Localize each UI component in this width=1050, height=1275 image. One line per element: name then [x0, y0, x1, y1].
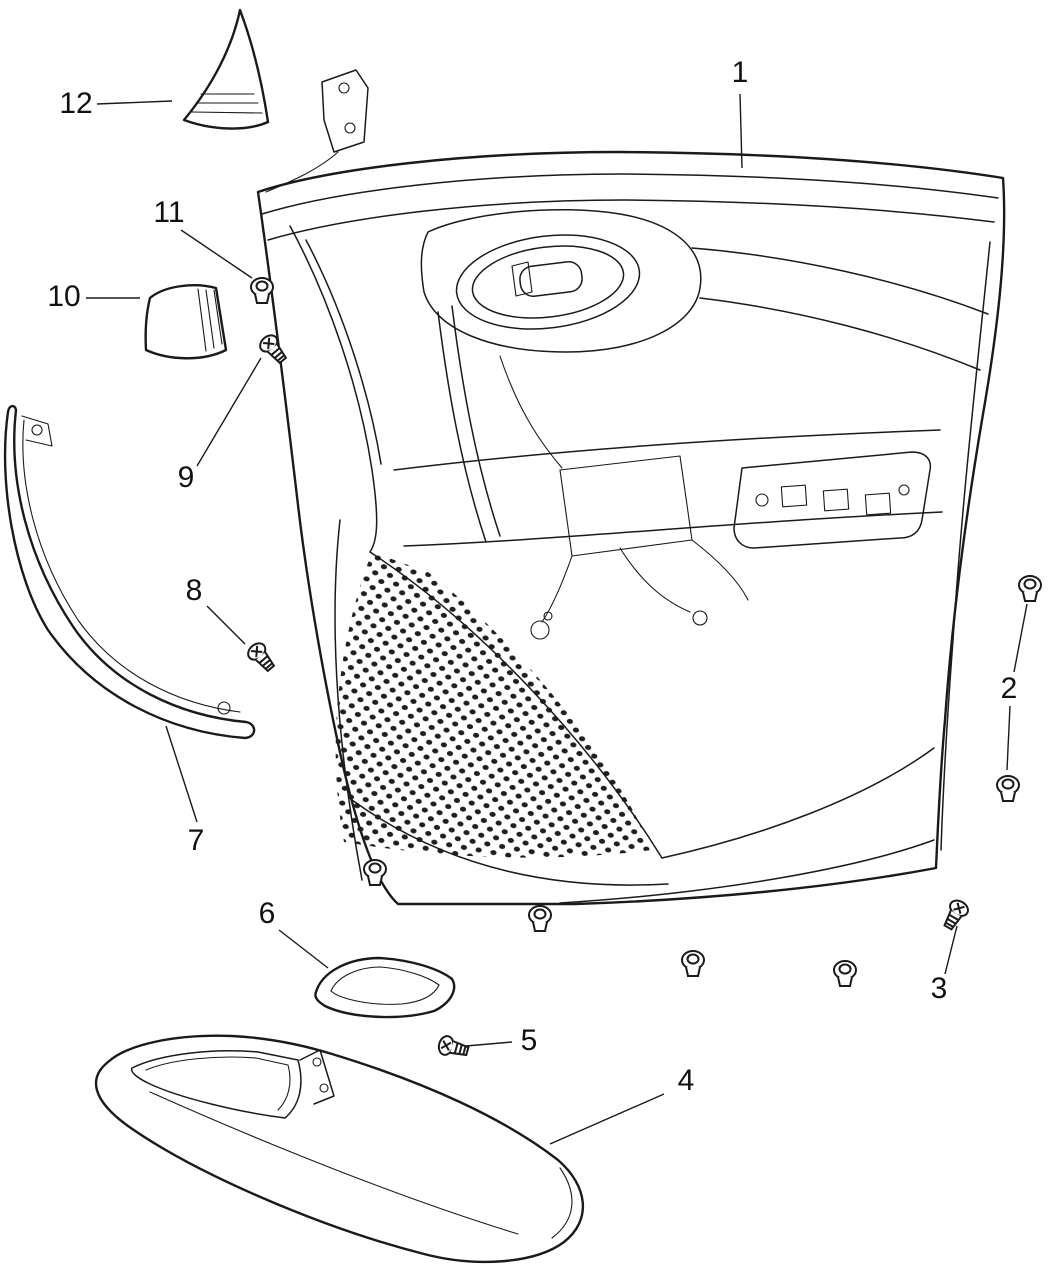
push-pin-clip-11: [250, 277, 274, 304]
leader-1: [739, 93, 743, 169]
callout-label-8: 8: [186, 574, 203, 607]
leader-2b: [1006, 705, 1011, 771]
callout-label-12: 12: [59, 87, 92, 120]
push-pin-clip-2a: [1018, 575, 1042, 602]
leader-6: [278, 929, 329, 969]
callout-label-7: 7: [188, 824, 205, 857]
part-armrest: [94, 1034, 585, 1264]
door-handle-bezel: [420, 208, 702, 353]
callout-labels: 1 2 3 4 5 6 7 8 9 10 11 12: [47, 56, 1017, 1097]
push-pin-clip-2b: [996, 775, 1020, 802]
leader-2a: [1013, 603, 1028, 673]
push-pin-clip-bottom-2: [528, 905, 552, 932]
part-mirror-sail-cover: [182, 8, 270, 130]
callout-label-2: 2: [1001, 672, 1018, 705]
part-small-cover: [144, 284, 228, 360]
leader-5: [465, 1041, 513, 1047]
leader-12: [96, 100, 173, 105]
part-upper-bracket: [265, 69, 369, 193]
leader-9: [196, 357, 262, 467]
callout-label-10: 10: [47, 280, 80, 313]
screw-8: [243, 638, 280, 676]
push-pin-clip-bottom-3: [681, 950, 705, 977]
leader-8: [206, 605, 246, 645]
push-pin-clip-bottom-4: [833, 960, 857, 987]
callout-label-6: 6: [259, 897, 276, 930]
door-panel-outline: [256, 150, 1006, 906]
part-handle-pocket-bezel: [314, 956, 456, 1019]
screw-9: [255, 330, 292, 368]
leader-3: [944, 925, 958, 975]
screw-5: [435, 1033, 471, 1062]
callout-label-9: 9: [178, 461, 195, 494]
part-pull-handle-trim: [3, 404, 256, 740]
callout-label-5: 5: [521, 1024, 538, 1057]
leader-lines: [86, 93, 1028, 1145]
callout-label-11: 11: [153, 196, 184, 229]
callout-label-4: 4: [678, 1064, 695, 1097]
screw-3: [938, 896, 972, 934]
window-switch-plate: [733, 451, 932, 549]
part-door-trim-panel: [256, 150, 1006, 906]
leader-4: [549, 1093, 665, 1145]
callout-label-3: 3: [931, 972, 948, 1005]
push-pin-clip-bottom-1: [363, 859, 387, 886]
inner-mechanism: [499, 355, 749, 640]
speaker-grille-texture: [335, 552, 652, 858]
leader-7: [165, 725, 198, 823]
callout-label-1: 1: [732, 56, 749, 89]
leader-11: [180, 229, 253, 279]
